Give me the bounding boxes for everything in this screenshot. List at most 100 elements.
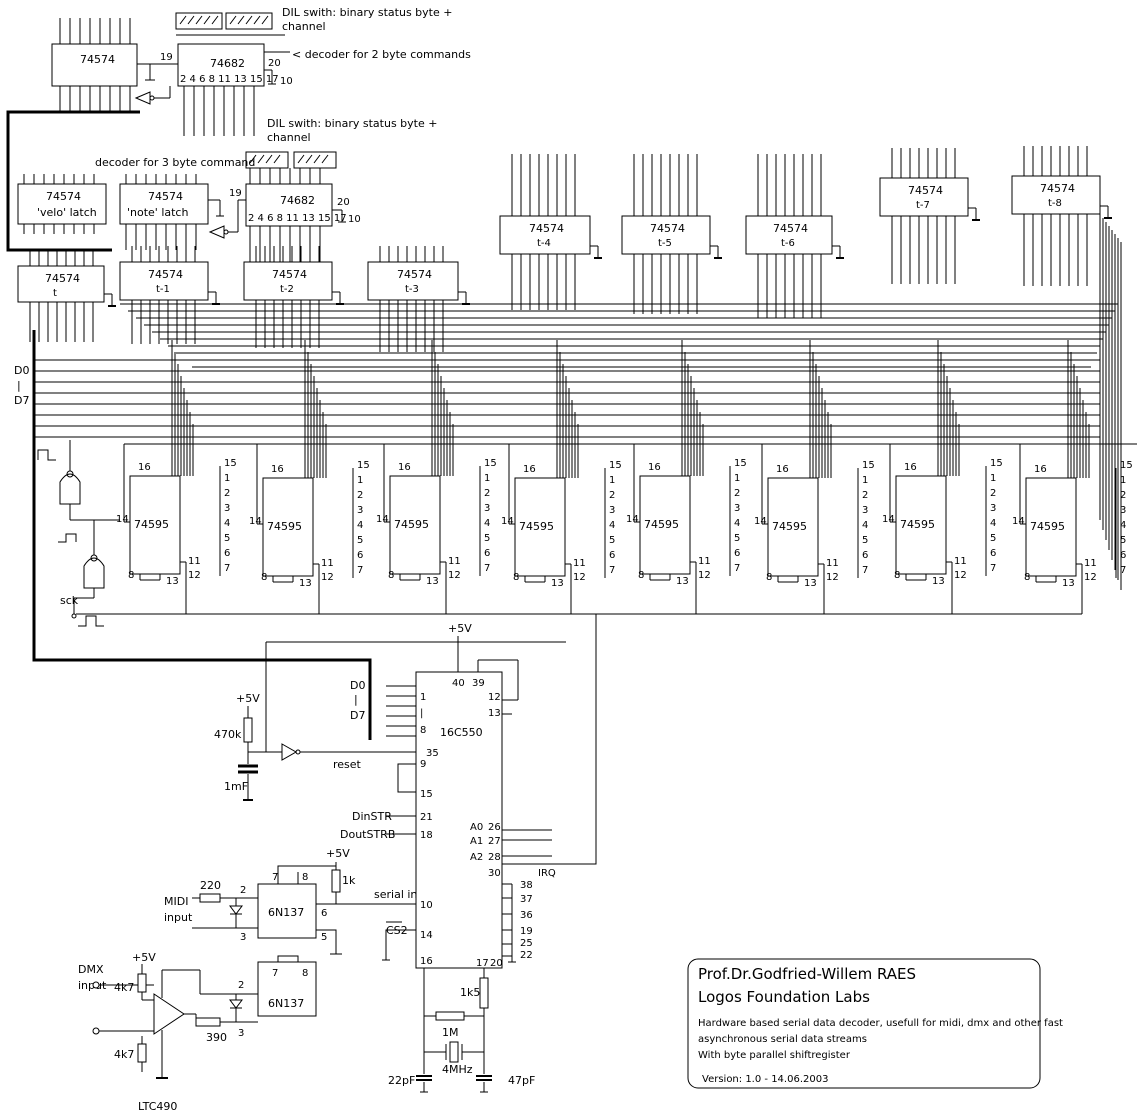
opto-dmx-label: 6N137: [268, 997, 304, 1010]
nand-gates: [37, 440, 1082, 627]
sr7-q7: 7: [990, 563, 996, 574]
sr3-q1: 1: [484, 473, 490, 484]
c22pf-label: 22pF: [388, 1074, 415, 1087]
uart-pin-40: 40: [452, 678, 465, 689]
latch-t-8-label: 74574: [1040, 182, 1075, 195]
sr5-pin11: 11: [698, 556, 711, 567]
sr6-pin12: 12: [826, 572, 839, 583]
shift-register-4-label: 74595: [519, 520, 554, 533]
latch-t-4-name: t-4: [537, 238, 551, 249]
sr1-pin14: 14: [116, 514, 129, 525]
sr4-q2: 2: [609, 490, 615, 501]
pin-20: 20: [268, 58, 281, 69]
sr1-pin12: 12: [188, 570, 201, 581]
shift-register-6: [767, 477, 819, 577]
comparator-74682-top: [177, 43, 265, 87]
shift-register-8: [1025, 477, 1077, 577]
uart-pin-25: 25: [520, 938, 533, 949]
sr6-q6: 6: [862, 550, 868, 561]
a2-label: A2: [470, 852, 483, 863]
sr8-pin8: 8: [1024, 572, 1030, 583]
uart-pin-15: 15: [420, 789, 433, 800]
shift-register-2-label: 74595: [267, 520, 302, 533]
sr6-q1: 1: [862, 475, 868, 486]
sr8-q5: 5: [1120, 535, 1126, 546]
sr3-pin13: 13: [426, 576, 439, 587]
d0-label-uart: D0: [350, 679, 365, 692]
uart-pin-17: 17: [476, 958, 489, 969]
pin-10-mid: 10: [348, 214, 361, 225]
sr4-pin14: 14: [501, 516, 514, 527]
latch-t-7-name: t-7: [916, 200, 930, 211]
uart-pin-27: 27: [488, 836, 501, 847]
sr5-q5: 5: [734, 533, 740, 544]
shift-register-7: [895, 475, 947, 575]
sr1-q2: 2: [224, 488, 230, 499]
d0-label-left: D0: [14, 364, 29, 377]
dmx-vcc: +5V: [132, 951, 156, 964]
c1mf-label: 1mF: [224, 780, 248, 793]
sr1-q1: 1: [224, 473, 230, 484]
sr8-pin12: 12: [1084, 572, 1097, 583]
irq-label: IRQ: [538, 868, 556, 879]
opto-midi-pin2: 2: [240, 885, 246, 896]
title-block: [687, 958, 1041, 1089]
sr1-q7: 7: [224, 563, 230, 574]
opto-dmx-pin8: 8: [302, 968, 308, 979]
sr2-pin16: 16: [271, 464, 284, 475]
sr4-pin12: 12: [573, 572, 586, 583]
opto-dmx-pin7: 7: [272, 968, 278, 979]
sr6-pin13: 13: [804, 578, 817, 589]
sr5-pin14: 14: [626, 514, 639, 525]
dmx-terminal-a[interactable]: [92, 981, 100, 989]
sr7-pin11: 11: [954, 556, 967, 567]
reset-vcc: +5V: [236, 692, 260, 705]
shift-register-2: [262, 477, 314, 577]
sr8-pin14: 14: [1012, 516, 1025, 527]
sr3-pin8: 8: [388, 570, 394, 581]
sr4-pin16: 16: [523, 464, 536, 475]
sr2-pin12: 12: [321, 572, 334, 583]
uart-pin-26: 26: [488, 822, 501, 833]
sr8-q4: 4: [1120, 520, 1126, 531]
dil-note-mid-line2: channel: [267, 131, 311, 144]
latch-t-2-name: t-2: [280, 284, 294, 295]
dmx-terminal-b[interactable]: [92, 1027, 100, 1035]
opto-midi-pin3: 3: [240, 932, 246, 943]
opto-midi-pin5: 5: [321, 932, 327, 943]
sr4-pin11: 11: [573, 558, 586, 569]
uart-16c550: [415, 671, 503, 969]
sr4-q0: 15: [609, 460, 622, 471]
latch-t-6-name: t-6: [781, 238, 795, 249]
velo-latch: [17, 183, 107, 225]
c47pf-label: 47pF: [508, 1074, 535, 1087]
uart-pin-19: 19: [520, 926, 533, 937]
sr8-q7: 7: [1120, 565, 1126, 576]
sr2-pin14: 14: [249, 516, 262, 527]
latch-74574-top: [51, 43, 138, 87]
opto-midi-pin6: 6: [321, 908, 327, 919]
sr3-q5: 5: [484, 533, 490, 544]
sr4-q4: 4: [609, 520, 615, 531]
sr1-pin11: 11: [188, 556, 201, 567]
sr7-pin14: 14: [882, 514, 895, 525]
sr3-pin16: 16: [398, 462, 411, 473]
sr3-pin12: 12: [448, 570, 461, 581]
latch-chain: 74574t74574t-174574t-274574t-374574t-474…: [17, 175, 1101, 303]
sr3-q2: 2: [484, 488, 490, 499]
sr3-pin14: 14: [376, 514, 389, 525]
sr3-q6: 6: [484, 548, 490, 559]
uart-pin-bar: |: [420, 708, 423, 719]
sr8-q1: 1: [1120, 475, 1126, 486]
sck-label: sck: [60, 594, 79, 607]
sr7-q3: 3: [990, 503, 996, 514]
shift-register-1: [129, 475, 181, 575]
shift-register-4: [514, 477, 566, 577]
latch-t-5: [621, 215, 711, 255]
sr2-q4: 4: [357, 520, 363, 531]
uart-pin-36: 36: [520, 910, 533, 921]
sr8-q6: 6: [1120, 550, 1126, 561]
pin-20-mid: 20: [337, 197, 350, 208]
r470k-label: 470k: [214, 728, 242, 741]
latch-t-7-label: 74574: [908, 184, 943, 197]
